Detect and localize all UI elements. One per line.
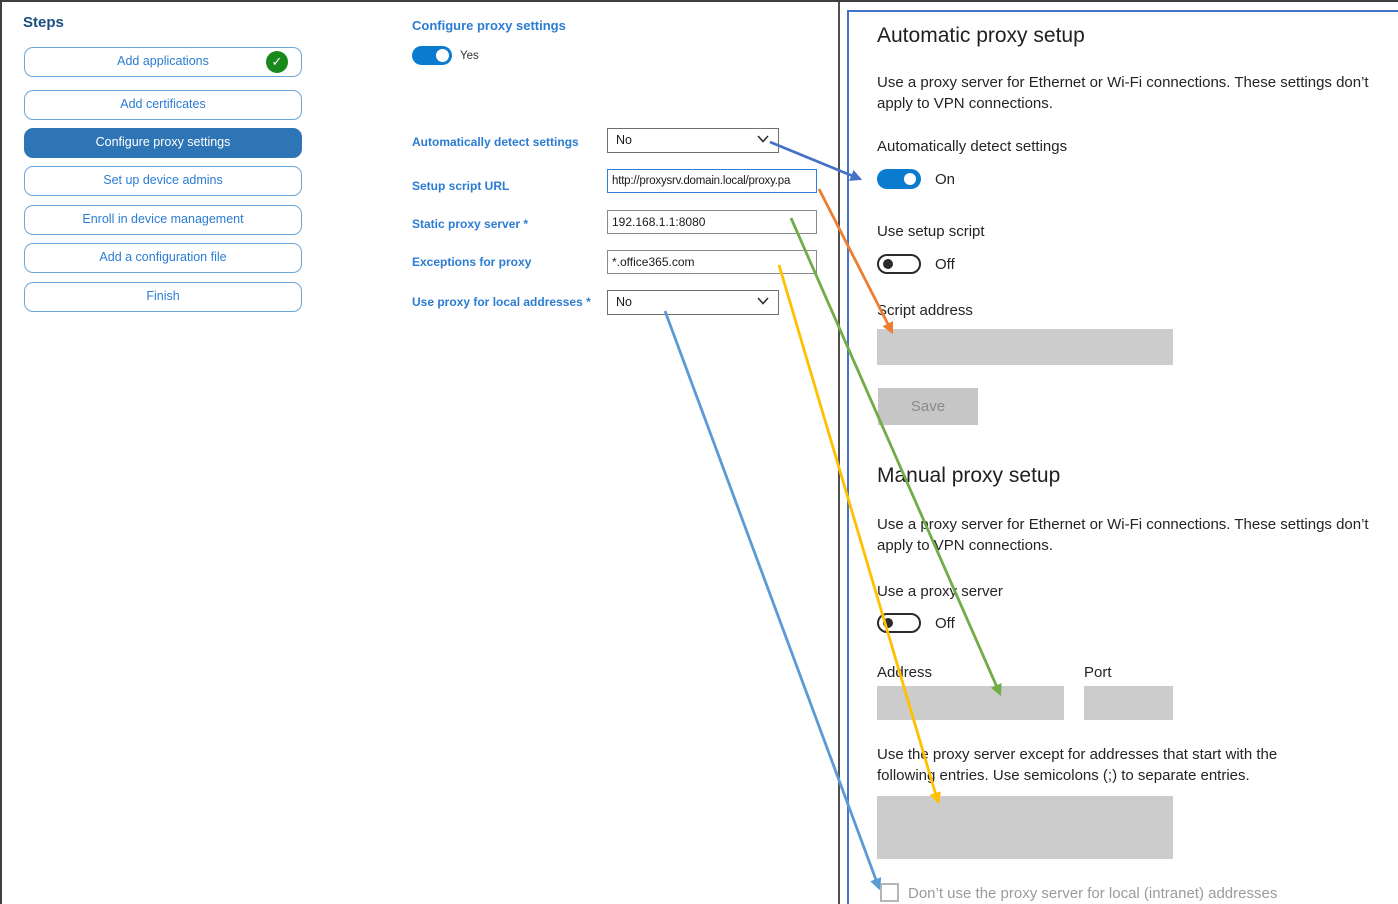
toggle-knob — [883, 259, 893, 269]
use-proxy-local-dropdown[interactable]: No — [607, 290, 779, 315]
dropdown-value: No — [616, 133, 632, 147]
field-label-setup-script-url: Setup script URL — [412, 179, 510, 193]
script-address-label: Script address — [877, 302, 973, 319]
page-title: Configure proxy settings — [412, 18, 566, 33]
proxy-exceptions-textarea[interactable] — [877, 796, 1173, 859]
completed-check-icon: ✓ — [266, 51, 288, 73]
sidebar-item-add-certificates[interactable]: Add certificates — [24, 90, 302, 120]
address-label: Address — [877, 664, 933, 681]
use-proxy-server-toggle-state: Off — [935, 615, 955, 632]
step-label: Add a configuration file — [99, 250, 227, 264]
configure-proxy-toggle-state: Yes — [460, 50, 479, 62]
step-label: Add applications — [117, 54, 209, 68]
setup-script-url-input[interactable] — [607, 169, 817, 193]
toggle-knob — [436, 49, 449, 62]
automatic-proxy-heading: Automatic proxy setup — [877, 24, 1085, 47]
use-setup-script-label: Use setup script — [877, 223, 985, 240]
use-proxy-server-label: Use a proxy server — [877, 583, 1003, 600]
dropdown-value: No — [616, 295, 632, 309]
field-label-exceptions-for-proxy: Exceptions for proxy — [412, 255, 532, 269]
use-proxy-server-toggle[interactable] — [877, 613, 921, 633]
detect-settings-label: Automatically detect settings — [877, 138, 1068, 155]
exceptions-for-proxy-input[interactable] — [607, 250, 817, 274]
detect-settings-toggle-state: On — [935, 171, 956, 188]
port-label: Port — [1084, 664, 1112, 681]
detect-settings-dropdown[interactable]: No — [607, 128, 779, 153]
configure-proxy-toggle[interactable] — [412, 46, 452, 65]
step-label: Finish — [146, 289, 180, 303]
field-label-detect-settings: Automatically detect settings — [412, 135, 579, 149]
toggle-knob — [904, 173, 916, 185]
sidebar-item-configure-proxy-settings[interactable]: Configure proxy settings — [24, 128, 302, 158]
manual-proxy-description: Use a proxy server for Ethernet or Wi-Fi… — [877, 516, 1369, 554]
sidebar-item-add-a-configuration-file[interactable]: Add a configuration file — [24, 243, 302, 273]
toggle-knob — [883, 618, 893, 628]
static-proxy-server-input[interactable] — [607, 210, 817, 234]
automatic-proxy-description: Use a proxy server for Ethernet or Wi-Fi… — [877, 74, 1369, 112]
steps-heading: Steps — [23, 14, 64, 31]
sidebar-item-add-applications[interactable]: Add applications ✓ — [24, 47, 302, 77]
sidebar-item-enroll-in-device-management[interactable]: Enroll in device management — [24, 205, 302, 235]
chevron-down-icon — [757, 135, 769, 143]
step-label: Enroll in device management — [82, 212, 244, 226]
manual-proxy-heading: Manual proxy setup — [877, 464, 1061, 487]
step-label: Add certificates — [120, 97, 206, 111]
script-address-input[interactable] — [877, 329, 1173, 365]
save-button[interactable]: Save — [878, 388, 978, 425]
step-label: Set up device admins — [103, 173, 223, 187]
field-label-use-proxy-local: Use proxy for local addresses * — [412, 295, 591, 309]
chevron-down-icon — [757, 297, 769, 305]
field-label-static-proxy-server: Static proxy server * — [412, 217, 529, 231]
address-input[interactable] — [877, 686, 1064, 720]
step-label: Configure proxy settings — [95, 135, 231, 149]
use-setup-script-toggle[interactable] — [877, 254, 921, 274]
window-edge-divider — [838, 2, 840, 904]
port-input[interactable] — [1084, 686, 1173, 720]
detect-settings-toggle[interactable] — [877, 169, 921, 189]
sidebar-item-finish[interactable]: Finish — [24, 282, 302, 312]
local-addresses-checkbox[interactable] — [880, 883, 899, 902]
use-setup-script-toggle-state: Off — [935, 256, 955, 273]
sidebar-item-set-up-device-admins[interactable]: Set up device admins — [24, 166, 302, 196]
local-addresses-checkbox-label: Don’t use the proxy server for local (in… — [908, 885, 1278, 902]
proxy-exceptions-description: Use the proxy server except for addresse… — [877, 746, 1278, 784]
